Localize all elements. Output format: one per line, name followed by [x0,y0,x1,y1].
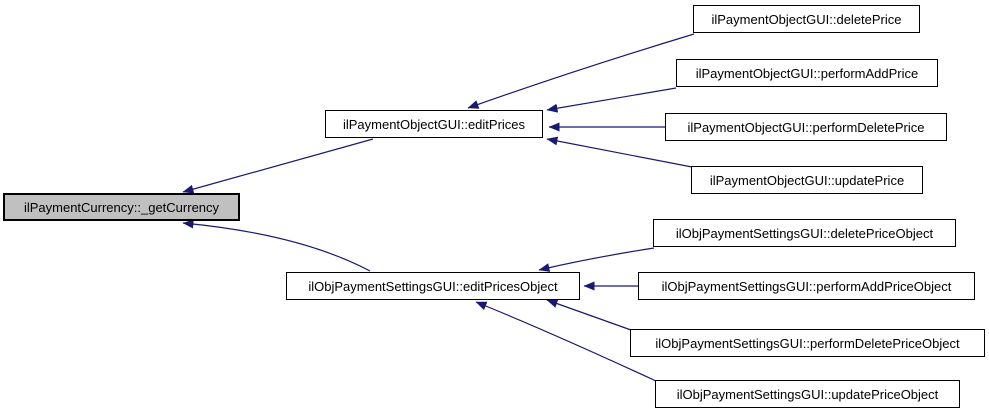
node-performaddprice[interactable]: ilPaymentObjectGUI::performAddPrice [676,59,938,87]
node-editpricesobject[interactable]: ilObjPaymentSettingsGUI::editPricesObjec… [286,272,580,300]
node-performaddpriceobject[interactable]: ilObjPaymentSettingsGUI::performAddPrice… [638,272,975,300]
node-performdeleteprice[interactable]: ilPaymentObjectGUI::performDeletePrice [665,113,947,141]
edge-deleteprice-to-editprices [467,33,695,109]
node-editprices[interactable]: ilPaymentObjectGUI::editPrices [325,110,543,138]
edge-deletepriceobject-to-editpricesobject [538,247,655,272]
node-performdeletepriceobject[interactable]: ilObjPaymentSettingsGUI::performDeletePr… [630,329,985,357]
node-updatepriceobject[interactable]: ilObjPaymentSettingsGUI::updatePriceObje… [655,380,960,408]
edge-editprices-to-getcurrency [182,138,374,194]
node-getcurrency: ilPaymentCurrency::_getCurrency [3,193,240,221]
edge-performdeletepriceobject-to-editpricesobject [546,299,632,331]
edge-editpricesobject-to-getcurrency [182,219,371,272]
edge-updateprice-to-editprices [546,136,693,168]
edge-updatepriceobject-to-editpricesobject [475,301,657,382]
node-updateprice[interactable]: ilPaymentObjectGUI::updatePrice [691,166,923,194]
edge-performaddprice-to-editprices [546,87,677,113]
node-deletepriceobject[interactable]: ilObjPaymentSettingsGUI::deletePriceObje… [653,219,956,247]
node-deleteprice[interactable]: ilPaymentObjectGUI::deletePrice [693,5,920,33]
